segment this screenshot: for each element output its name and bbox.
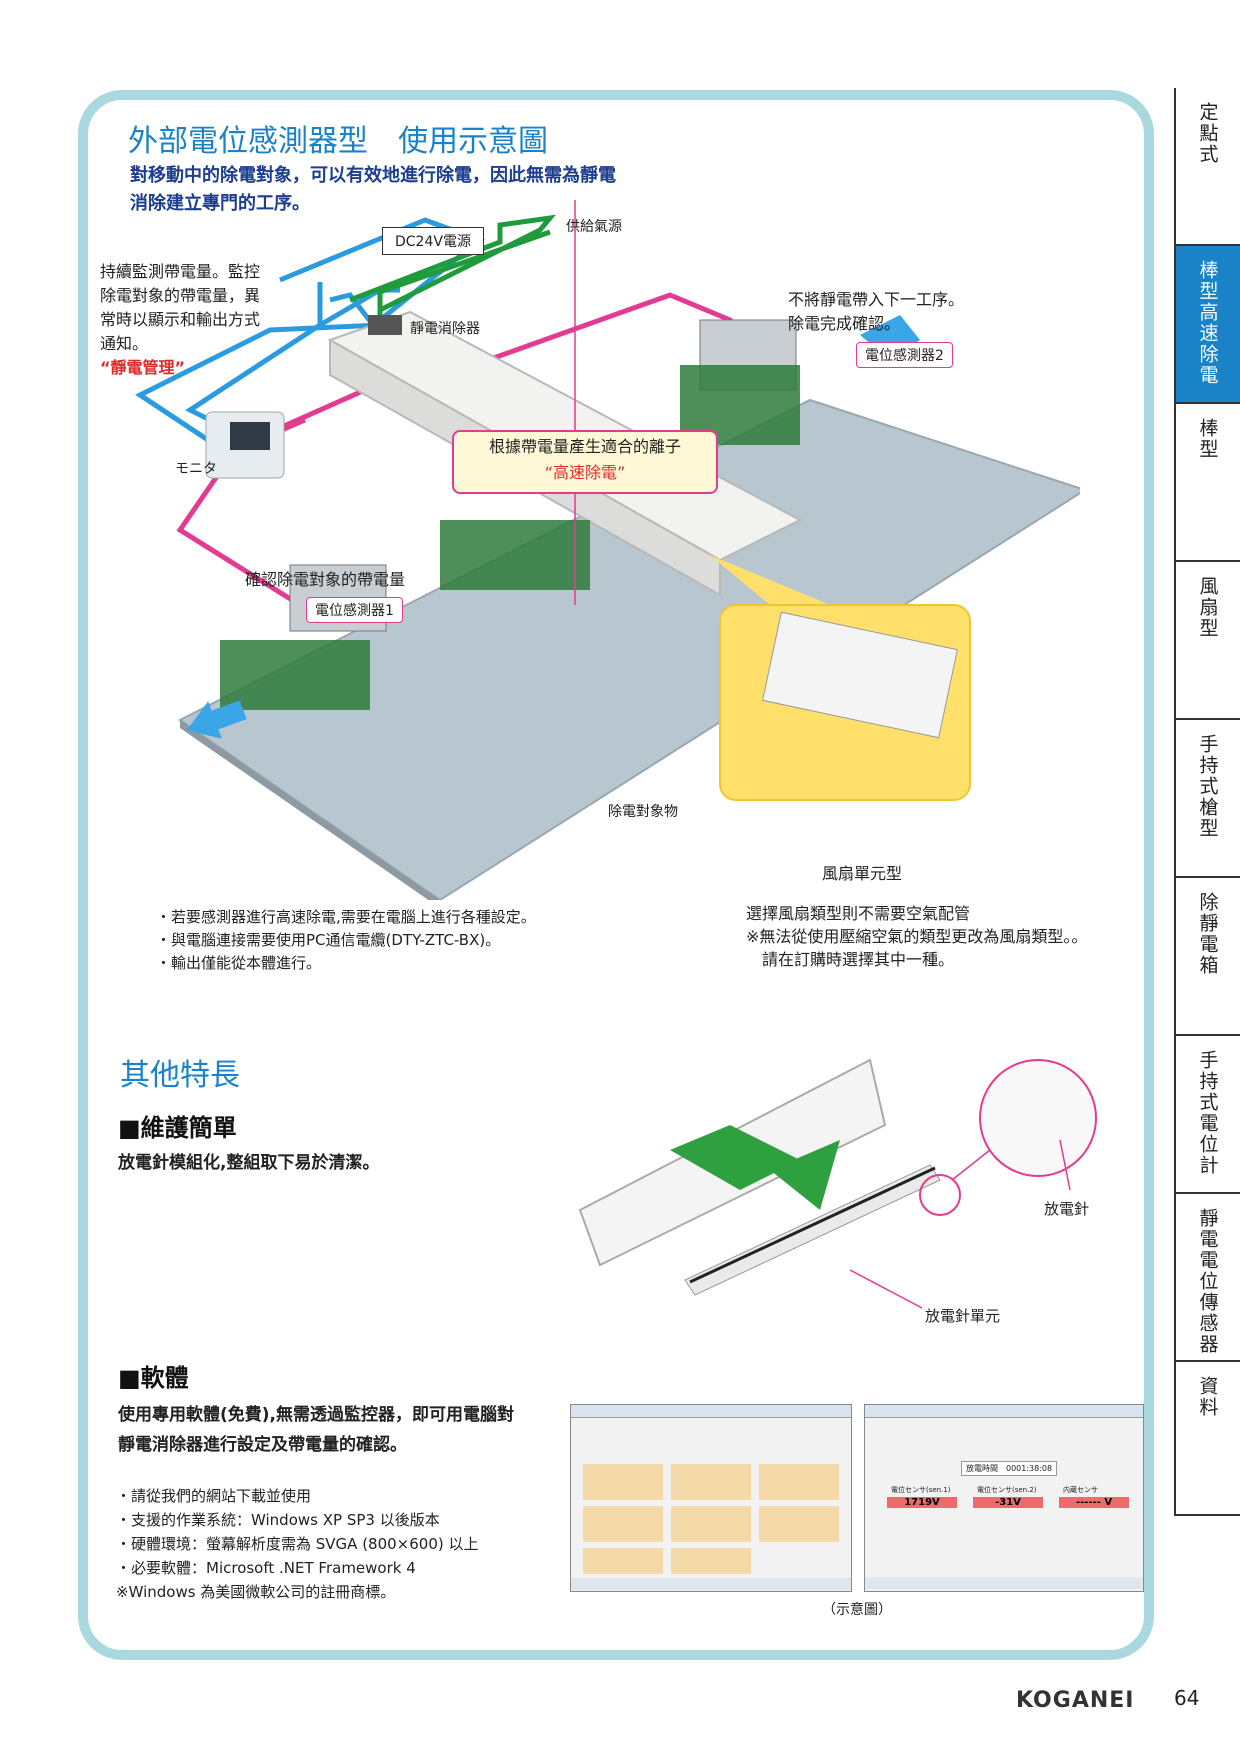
air-label: 供給氣源 [566, 219, 622, 235]
side-tab-data[interactable]: 資料 [1174, 1362, 1240, 1516]
software-bullets: ・請從我們的網站下載並使用 ・支援的作業系統：Windows XP SP3 以後… [116, 1487, 479, 1601]
cable-green [349, 214, 557, 313]
needle-highlight-small [919, 1174, 961, 1216]
brand-logo: KOGANEI [1016, 1688, 1135, 1713]
sensor1-readout-label: 電位センサ(sen.1) [891, 1486, 951, 1494]
internal-sensor-value: ------ V [1059, 1497, 1129, 1508]
board-1 [220, 640, 370, 710]
window-titlebar [571, 1405, 851, 1418]
settings-panels [571, 1464, 851, 1590]
zoom-connector [951, 1149, 991, 1181]
statusbar [865, 1577, 1143, 1589]
fan-unit-image [762, 611, 958, 739]
side-tab-meter[interactable]: 手持式電位計 [1174, 1036, 1240, 1194]
side-tab-fan[interactable]: 風扇型 [1174, 562, 1240, 720]
side-tab-gun[interactable]: 手持式槍型 [1174, 720, 1240, 878]
plate-edge [180, 720, 440, 900]
lead-text: 對移動中的除電對象，可以有效地進行除電，因此無需為靜電 消除建立專門的工序。 [130, 165, 616, 214]
removal-arrow-head [770, 1140, 840, 1210]
unit-pointer [849, 1269, 923, 1309]
sensor1-label: 電位感測器1 [306, 597, 403, 623]
right-notes: 選擇風扇類型則不需要空氣配管 ※無法從使用壓縮空氣的類型更改為風扇類型。。 請在… [746, 904, 1088, 969]
software-screenshot-monitor: 放電時間 0001:38:08 電位センサ(sen.1) 電位センサ(sen.2… [864, 1404, 1144, 1592]
removal-arrow-body [670, 1125, 800, 1190]
system-diagram [135, 200, 1080, 900]
page-number: 64 [1174, 1686, 1200, 1710]
software-body: 使用專用軟體(免費),無需透過監控器，即可用電腦對 靜電消除器進行設定及帶電量的… [118, 1405, 514, 1455]
needle-rail [689, 1166, 936, 1284]
fan-callout-tail [710, 555, 830, 605]
flow-arrow-in [186, 700, 247, 739]
internal-sensor-readout-label: 内蔵センサ [1063, 1486, 1098, 1494]
power-label: DC24V電源 [382, 227, 484, 255]
side-tab-bar[interactable]: 棒型 [1174, 404, 1240, 562]
bar-bracket [368, 315, 402, 335]
maintenance-heading: ■維護簡單 [118, 1114, 237, 1142]
sensor2-readout-label: 電位センサ(sen.2) [977, 1486, 1037, 1494]
software-screenshot-settings [570, 1404, 852, 1592]
monitor-screen [230, 422, 270, 450]
output-note: 不將靜電帶入下一工序。 除電完成確認。 [788, 290, 965, 333]
sensor1-value: 1719V [887, 1497, 957, 1508]
confirm-note: 確認除電對象的帶電量 [245, 570, 406, 589]
eliminator-label: 靜電消除器 [410, 321, 480, 337]
content-frame [78, 90, 1154, 1660]
screenshot-caption: （示意圖） [822, 1602, 892, 1618]
sensor2-value: -31V [973, 1497, 1043, 1508]
other-features-title: 其他特長 [120, 1058, 240, 1093]
needle-unit [684, 1164, 941, 1296]
software-heading: ■軟體 [118, 1364, 189, 1392]
board-2 [440, 520, 590, 590]
monitor-label: モニタ [175, 461, 217, 477]
needle-label: 放電針 [1044, 1200, 1090, 1218]
high-speed-callout: 根據帶電量產生適合的離子 “高速除電” [452, 430, 718, 494]
fan-unit-label: 風扇單元型 [822, 864, 903, 883]
side-tab-fixed[interactable]: 定點式 [1174, 88, 1240, 246]
side-tab-box[interactable]: 除靜電箱 [1174, 878, 1240, 1036]
maintenance-body: 放電針模組化,整組取下易於清潔。 [118, 1153, 380, 1173]
target-label: 除電對象物 [608, 804, 678, 820]
discharge-time: 放電時間 0001:38:08 [961, 1461, 1058, 1476]
needle-pointer [1059, 1139, 1071, 1191]
sensor2-label: 電位感測器2 [856, 342, 953, 368]
monitor-note: 持續監測帶電量。監控 除電對象的帶電量，異 常時以顯示和輸出方式 通知。 “靜電… [100, 262, 261, 377]
window-titlebar-2 [865, 1405, 1143, 1418]
needle-unit-label: 放電針單元 [925, 1307, 1001, 1325]
side-tab-sensor[interactable]: 靜電電位傳感器 [1174, 1194, 1240, 1362]
section-title: 外部電位感測器型 使用示意圖 [128, 124, 548, 159]
left-bullets: ・若要感測器進行高速除電,需要在電腦上進行各種設定。 ・與電腦連接需要使用PC通… [156, 908, 536, 972]
side-tab-high-speed-bar[interactable]: 棒型高速除電 [1174, 246, 1240, 404]
needle-illustration [578, 1058, 1097, 1309]
needle-zoom-circle [979, 1059, 1097, 1177]
